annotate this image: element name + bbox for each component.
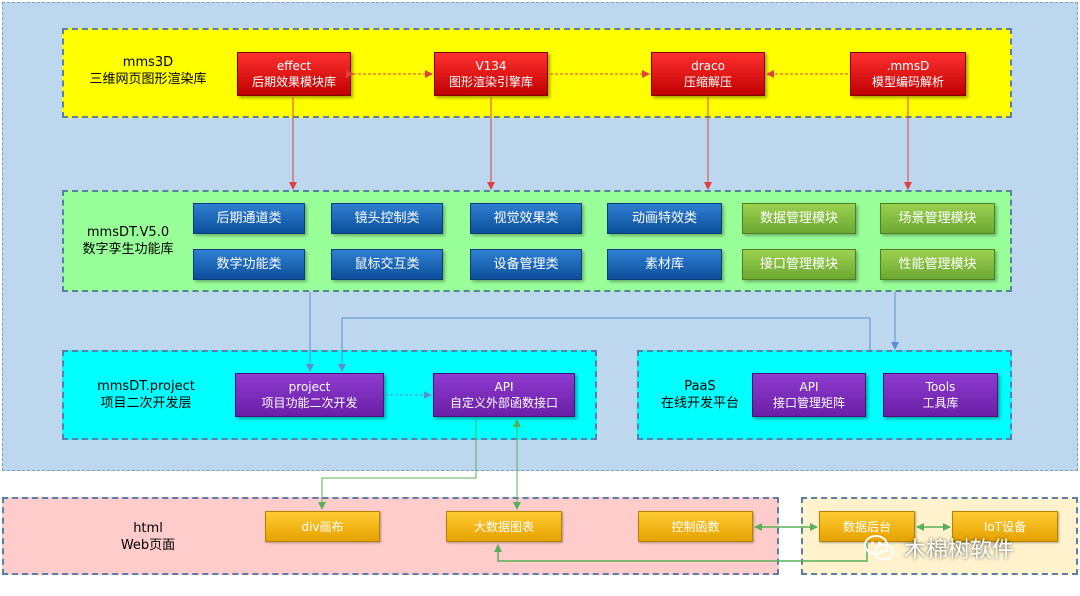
backend-item-iot[interactable]: IoT设备 [952, 511, 1058, 542]
render-module-desc: 模型编码解析 [871, 75, 944, 89]
project-module-name: API [494, 380, 514, 394]
function-module[interactable]: 动画特效类 [607, 203, 722, 234]
mmsdt-desc: 数字孪生功能库 [82, 242, 174, 257]
web-item-bigdata-chart[interactable]: 大数据图表 [446, 511, 562, 542]
render-module-v134[interactable]: V134 图形渲染引擎库 [434, 52, 548, 96]
render-module-desc: 压缩解压 [683, 75, 732, 89]
render-module-effect[interactable]: effect 后期效果模块库 [237, 52, 351, 96]
function-module[interactable]: 鼠标交互类 [331, 249, 443, 280]
watermark-text: 木棉树软件 [904, 538, 1015, 563]
render-module-name: V134 [475, 59, 507, 73]
project-layer-title: mmsDT.project 项目二次开发层 [82, 378, 210, 412]
render-module-desc: 后期效果模块库 [251, 75, 336, 89]
web-desc: Web页面 [120, 538, 176, 553]
mms3d-desc: 三维网页图形渲染库 [89, 72, 207, 87]
render-module-mmsd[interactable]: .mmsD 模型编码解析 [850, 52, 966, 96]
project-module-desc: 项目功能二次开发 [261, 396, 358, 410]
mms3d-layer-title: mms3D 三维网页图形渲染库 [78, 54, 218, 88]
function-module[interactable]: 视觉效果类 [470, 203, 582, 234]
project-desc: 项目二次开发层 [100, 396, 192, 411]
paas-module-desc: 工具库 [922, 396, 959, 410]
paas-module-name: Tools [925, 380, 956, 394]
function-module[interactable]: 场景管理模块 [880, 203, 995, 234]
render-module-name: .mmsD [886, 59, 930, 73]
web-item-div-canvas[interactable]: div画布 [265, 511, 380, 542]
mmsdt-name: mmsDT.V5.0 [86, 225, 170, 240]
render-module-desc: 图形渲染引擎库 [448, 75, 533, 89]
project-name: mmsDT.project [97, 379, 195, 394]
paas-name: PaaS [684, 379, 716, 394]
function-module[interactable]: 后期通道类 [193, 203, 305, 234]
render-module-name: effect [276, 59, 312, 73]
function-module[interactable]: 数据管理模块 [742, 203, 856, 234]
web-layer-title: html Web页面 [100, 520, 196, 554]
paas-layer-title: PaaS 在线开发平台 [652, 378, 748, 412]
function-module[interactable]: 镜头控制类 [331, 203, 443, 234]
paas-module-tools[interactable]: Tools 工具库 [883, 373, 998, 417]
paas-module-api[interactable]: API 接口管理矩阵 [752, 373, 866, 417]
paas-module-name: API [799, 380, 819, 394]
project-module-name: project [288, 380, 331, 394]
project-module-project[interactable]: project 项目功能二次开发 [235, 373, 384, 417]
wechat-icon [864, 535, 894, 561]
render-module-name: draco [691, 59, 725, 73]
web-name: html [133, 521, 163, 536]
link-paas-project [338, 317, 871, 372]
link-api-div [318, 418, 477, 510]
paas-desc: 在线开发平台 [660, 396, 739, 411]
web-item-control-function[interactable]: 控制函数 [638, 511, 753, 542]
mms3d-name: mms3D [122, 55, 174, 70]
project-module-api[interactable]: API 自定义外部函数接口 [433, 373, 575, 417]
function-module[interactable]: 设备管理类 [470, 249, 582, 280]
watermark: 木棉树软件 [862, 530, 1014, 566]
function-module[interactable]: 接口管理模块 [742, 249, 856, 280]
project-module-desc: 自定义外部函数接口 [449, 396, 558, 410]
mmsdt-layer-title: mmsDT.V5.0 数字孪生功能库 [70, 224, 186, 258]
function-module[interactable]: 数学功能类 [193, 249, 305, 280]
paas-module-desc: 接口管理矩阵 [772, 396, 845, 410]
render-module-draco[interactable]: draco 压缩解压 [651, 52, 765, 96]
link-backend-chart [494, 543, 868, 562]
backend-item-data[interactable]: 数据后台 [819, 511, 915, 542]
function-module[interactable]: 素材库 [607, 249, 722, 280]
function-module[interactable]: 性能管理模块 [880, 249, 995, 280]
